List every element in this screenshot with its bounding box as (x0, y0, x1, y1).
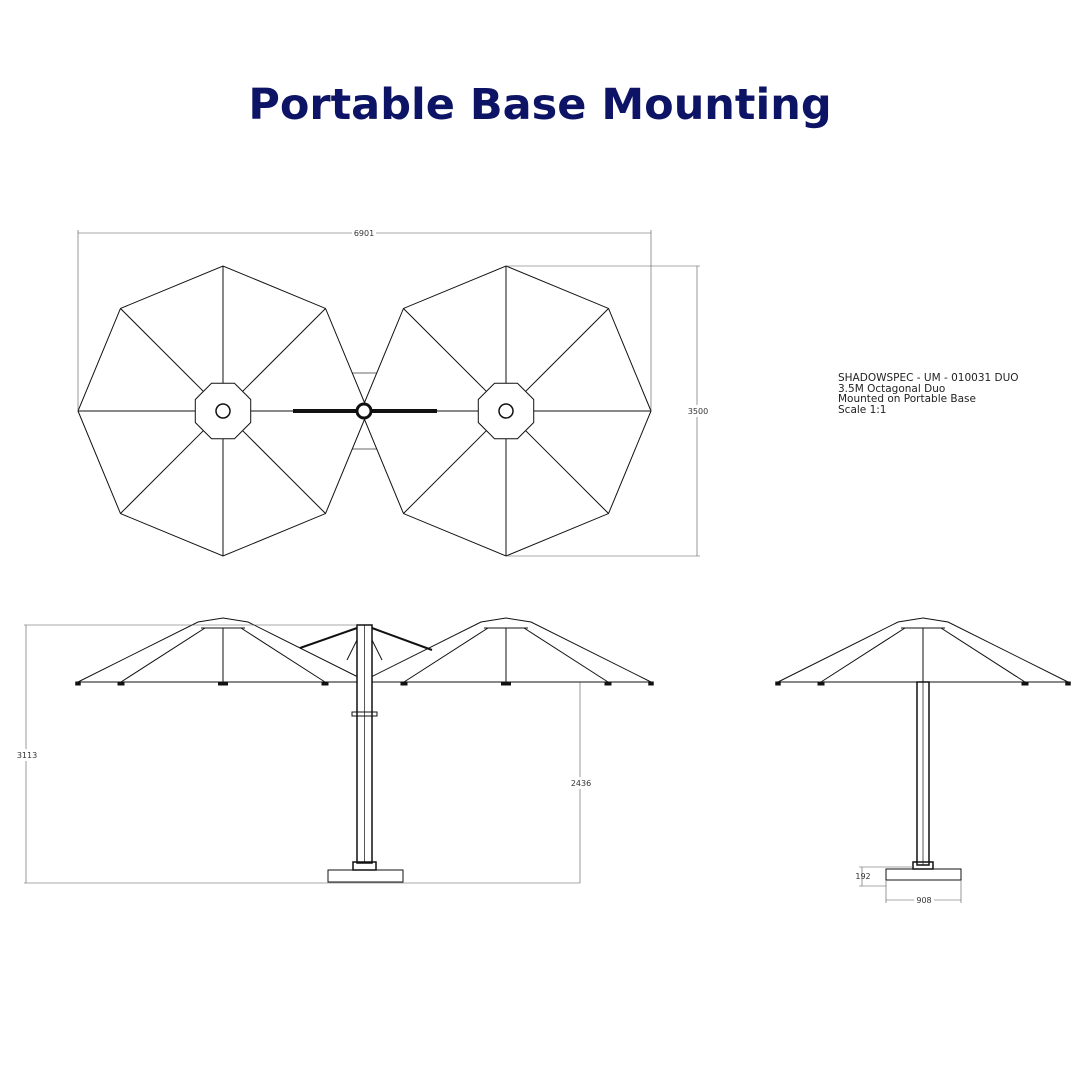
rib-tip (775, 681, 781, 686)
dimension-clearance (569, 682, 593, 883)
rib (820, 627, 906, 683)
rib-tip (321, 681, 329, 686)
rib-tip (1065, 681, 1071, 686)
cross-arm (293, 402, 437, 420)
rib (523, 627, 609, 683)
rib (403, 430, 487, 514)
spec-mounting: Mounted on Portable Base (838, 393, 976, 405)
page-title: Portable Base Mounting (248, 80, 832, 130)
rib-tip (75, 681, 81, 686)
rib-tip (817, 681, 825, 686)
rib (940, 627, 1026, 683)
top-view: 6901 3500 (77, 228, 710, 557)
spec-description: 3.5M Octagonal Duo (838, 382, 946, 395)
rib-tip (117, 681, 125, 686)
pole (351, 624, 378, 864)
rib (120, 308, 204, 392)
struts (299, 627, 433, 661)
rib (120, 430, 204, 514)
front-elevation: 3113 2436 (16, 617, 654, 884)
rib (242, 308, 326, 392)
hub-cap (215, 403, 231, 419)
dim-label-overall-height: 3113 (17, 751, 37, 760)
dim-label-overall-width: 6901 (354, 229, 374, 238)
spec-scale: Scale 1:1 (838, 403, 887, 416)
dimension-overall-height (16, 624, 580, 884)
rib-tip (648, 681, 654, 686)
rib (403, 627, 489, 683)
canopy-side-single (775, 617, 1071, 686)
dimension-canopy-depth (506, 265, 710, 557)
canopy-side-right (358, 617, 654, 686)
dim-label-base-height: 192 (855, 872, 870, 881)
rib (242, 430, 326, 514)
rib-tip (218, 681, 228, 686)
spec-title-block: SHADOWSPEC - UM - 010031 DUO 3.5M Octago… (838, 373, 1019, 415)
rib-tip (400, 681, 408, 686)
rib-tip (604, 681, 612, 686)
side-elevation: 192 908 (775, 617, 1071, 905)
canopy-side-left (75, 617, 371, 686)
dimension-overall-width (77, 228, 652, 411)
rib (525, 308, 609, 392)
rib (525, 430, 609, 514)
spec-model: SHADOWSPEC - UM - 010031 DUO (838, 372, 1019, 384)
rib-tip (1021, 681, 1029, 686)
rib (403, 308, 487, 392)
rib (240, 627, 326, 683)
rib-tip (501, 681, 511, 686)
portable-base (327, 861, 404, 883)
hub-cap (498, 403, 514, 419)
rib (120, 627, 206, 683)
canopy-top-left (77, 265, 369, 557)
hub (194, 382, 252, 440)
dim-label-canopy-depth: 3500 (688, 407, 708, 416)
hub (477, 382, 535, 440)
dim-label-clearance-height: 2436 (571, 779, 591, 788)
dim-label-base-width: 908 (916, 896, 931, 905)
